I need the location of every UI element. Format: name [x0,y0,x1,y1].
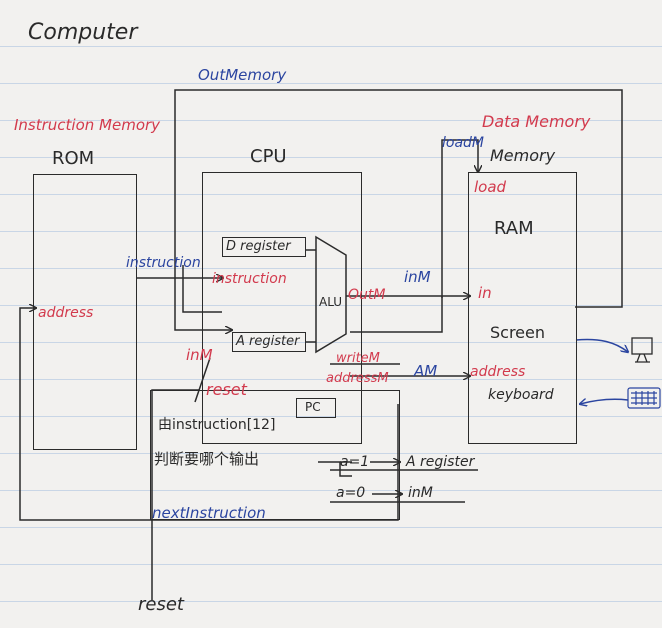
control-box [150,390,400,520]
writem-label: writeM [336,351,380,366]
next-instruction-label: nextInstruction [152,504,266,522]
ram-box [468,172,577,444]
case-a0-label: a=0 [336,485,366,501]
instruction-to-a-wire [182,265,222,313]
in-port-label: in [478,284,492,302]
pc-box [296,398,336,418]
reset-bottom-label: reset [138,594,184,615]
inm-wire-label: inM [404,268,431,286]
inm-wire [350,296,443,333]
outmemory-label: OutMemory [198,66,287,84]
cpu-box [202,172,362,444]
rom-address-label: address [38,305,94,321]
monitor-icon [631,337,653,363]
keyboard-label: keyboard [488,387,554,403]
ram-address-label: address [470,364,526,380]
a-register-label: A register [236,334,300,349]
outm-label: OutM [348,287,386,303]
load-label: load [474,178,507,196]
data-memory-label: Data Memory [482,112,591,131]
alu-shape [315,235,347,354]
instruction-in-label: instruction [212,271,287,287]
next-instruction-wire [19,308,399,521]
screen-arrow [575,338,628,353]
memory-label: Memory [490,146,556,165]
am-label: AM [414,362,438,380]
cpu-label: CPU [250,146,287,167]
loadm-top-label: loadM [442,135,484,151]
ram-label: RAM [494,218,534,239]
page-title: Computer [28,20,138,45]
addressm-label: addressM [326,371,389,386]
reset-inner-label: reset [206,380,247,399]
d-register-label: D register [226,239,291,254]
rom-box [33,174,137,450]
screen-label: Screen [490,323,546,342]
loadm-wire [441,139,478,298]
note-line-2: 判断要哪个输出 [154,450,260,468]
rom-label: ROM [52,148,95,169]
keyboard-arrow [580,399,629,404]
alu-label: ALU [319,295,343,309]
note-line-1: 由instruction[12] [158,417,276,433]
d-register-box [222,237,306,257]
pc-label: PC [305,400,321,414]
instruction-wire-label: instruction [126,255,201,271]
target-a1-label: A register [406,454,475,470]
outmemory-wire [174,89,623,330]
target-a0-label: inM [408,485,433,501]
case-a1-label: a=1 [340,454,370,470]
keyboard-icon [627,387,661,409]
instruction-memory-label: Instruction Memory [14,116,161,134]
a-register-box [232,332,306,352]
inm-left-label: inM [186,346,213,364]
